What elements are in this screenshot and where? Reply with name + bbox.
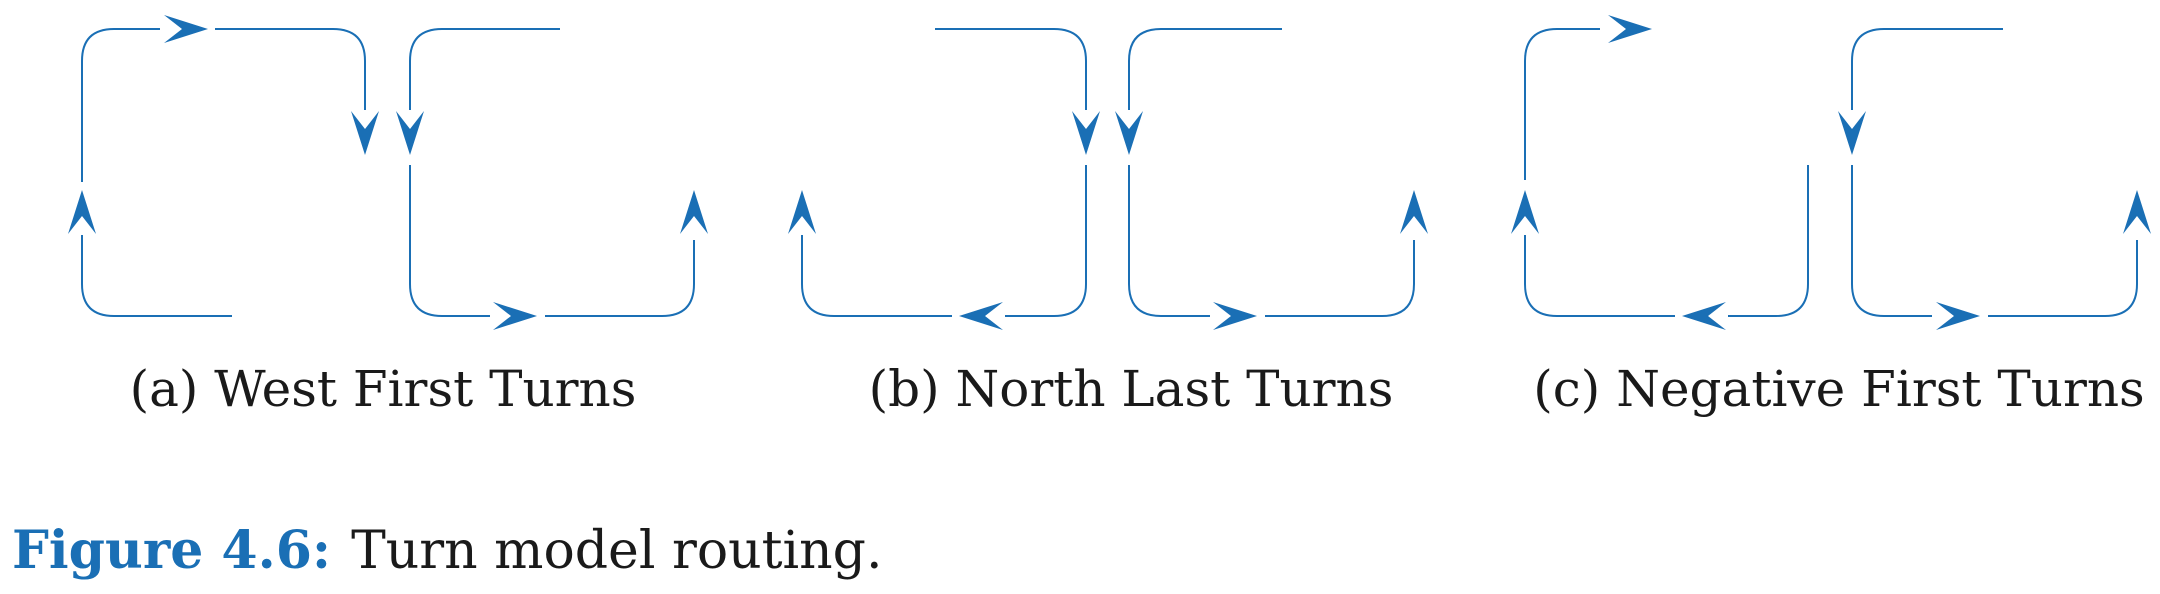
a-mid-down-1-arrow-icon bbox=[351, 111, 379, 155]
a-bottom-right-arrow-icon bbox=[493, 302, 537, 330]
panel-b-caption: (b) North Last Turns bbox=[869, 360, 1394, 418]
b-turn-bottom-left bbox=[801, 235, 952, 317]
a-turn-down-right bbox=[409, 165, 490, 317]
b-bottom-right-arrow-icon bbox=[1213, 302, 1257, 330]
c-bottom-right-arrow-icon bbox=[1936, 302, 1980, 330]
c-turn-right-up bbox=[1988, 240, 2138, 317]
c-turn-up-right bbox=[1524, 28, 1600, 180]
c-top-right-arrow-icon bbox=[1608, 15, 1652, 43]
a-turn-right-down bbox=[215, 28, 366, 110]
b-left-up-arrow-icon bbox=[788, 190, 816, 234]
figure-caption-text: Turn model routing. bbox=[351, 521, 883, 581]
a-mid-down-2-arrow-icon bbox=[396, 111, 424, 155]
b-bottom-left-arrow-icon bbox=[959, 302, 1003, 330]
c-turn-left-down bbox=[1851, 28, 2003, 110]
b-turn-left-down bbox=[1128, 28, 1282, 110]
panel-c-caption: (c) Negative First Turns bbox=[1533, 360, 2144, 418]
b-mid-down-2-arrow-icon bbox=[1115, 111, 1143, 155]
figure-caption: Figure 4.6: Turn model routing. bbox=[12, 520, 882, 581]
a-right-up-arrow-icon bbox=[680, 190, 708, 234]
c-right-up-arrow-icon bbox=[2123, 190, 2151, 234]
c-turn-bottom-left bbox=[1524, 235, 1675, 317]
a-turn-bottom-left bbox=[81, 235, 232, 317]
b-turn-down-left bbox=[1005, 165, 1087, 317]
a-left-up-arrow-icon bbox=[68, 190, 96, 234]
c-bottom-left-arrow-icon bbox=[1682, 302, 1726, 330]
b-turn-right-up bbox=[1265, 240, 1415, 317]
c-turn-down-left bbox=[1728, 165, 1809, 317]
a-turn-up-right bbox=[81, 28, 160, 182]
a-turn-right-up bbox=[545, 240, 695, 317]
b-right-up-arrow-icon bbox=[1400, 190, 1428, 234]
figure-caption-label: Figure 4.6: bbox=[12, 520, 332, 581]
b-turn-right-down bbox=[935, 28, 1087, 110]
a-top-right-arrow-icon bbox=[164, 15, 208, 43]
c-mid-down-arrow-icon bbox=[1838, 111, 1866, 155]
turn-diagrams bbox=[68, 15, 2151, 330]
a-turn-left-down bbox=[409, 28, 560, 110]
panel-a-caption: (a) West First Turns bbox=[130, 360, 637, 418]
c-turn-down-right bbox=[1851, 165, 1932, 317]
c-left-up-arrow-icon bbox=[1511, 190, 1539, 234]
b-turn-down-right bbox=[1128, 165, 1210, 317]
b-mid-down-1-arrow-icon bbox=[1072, 111, 1100, 155]
